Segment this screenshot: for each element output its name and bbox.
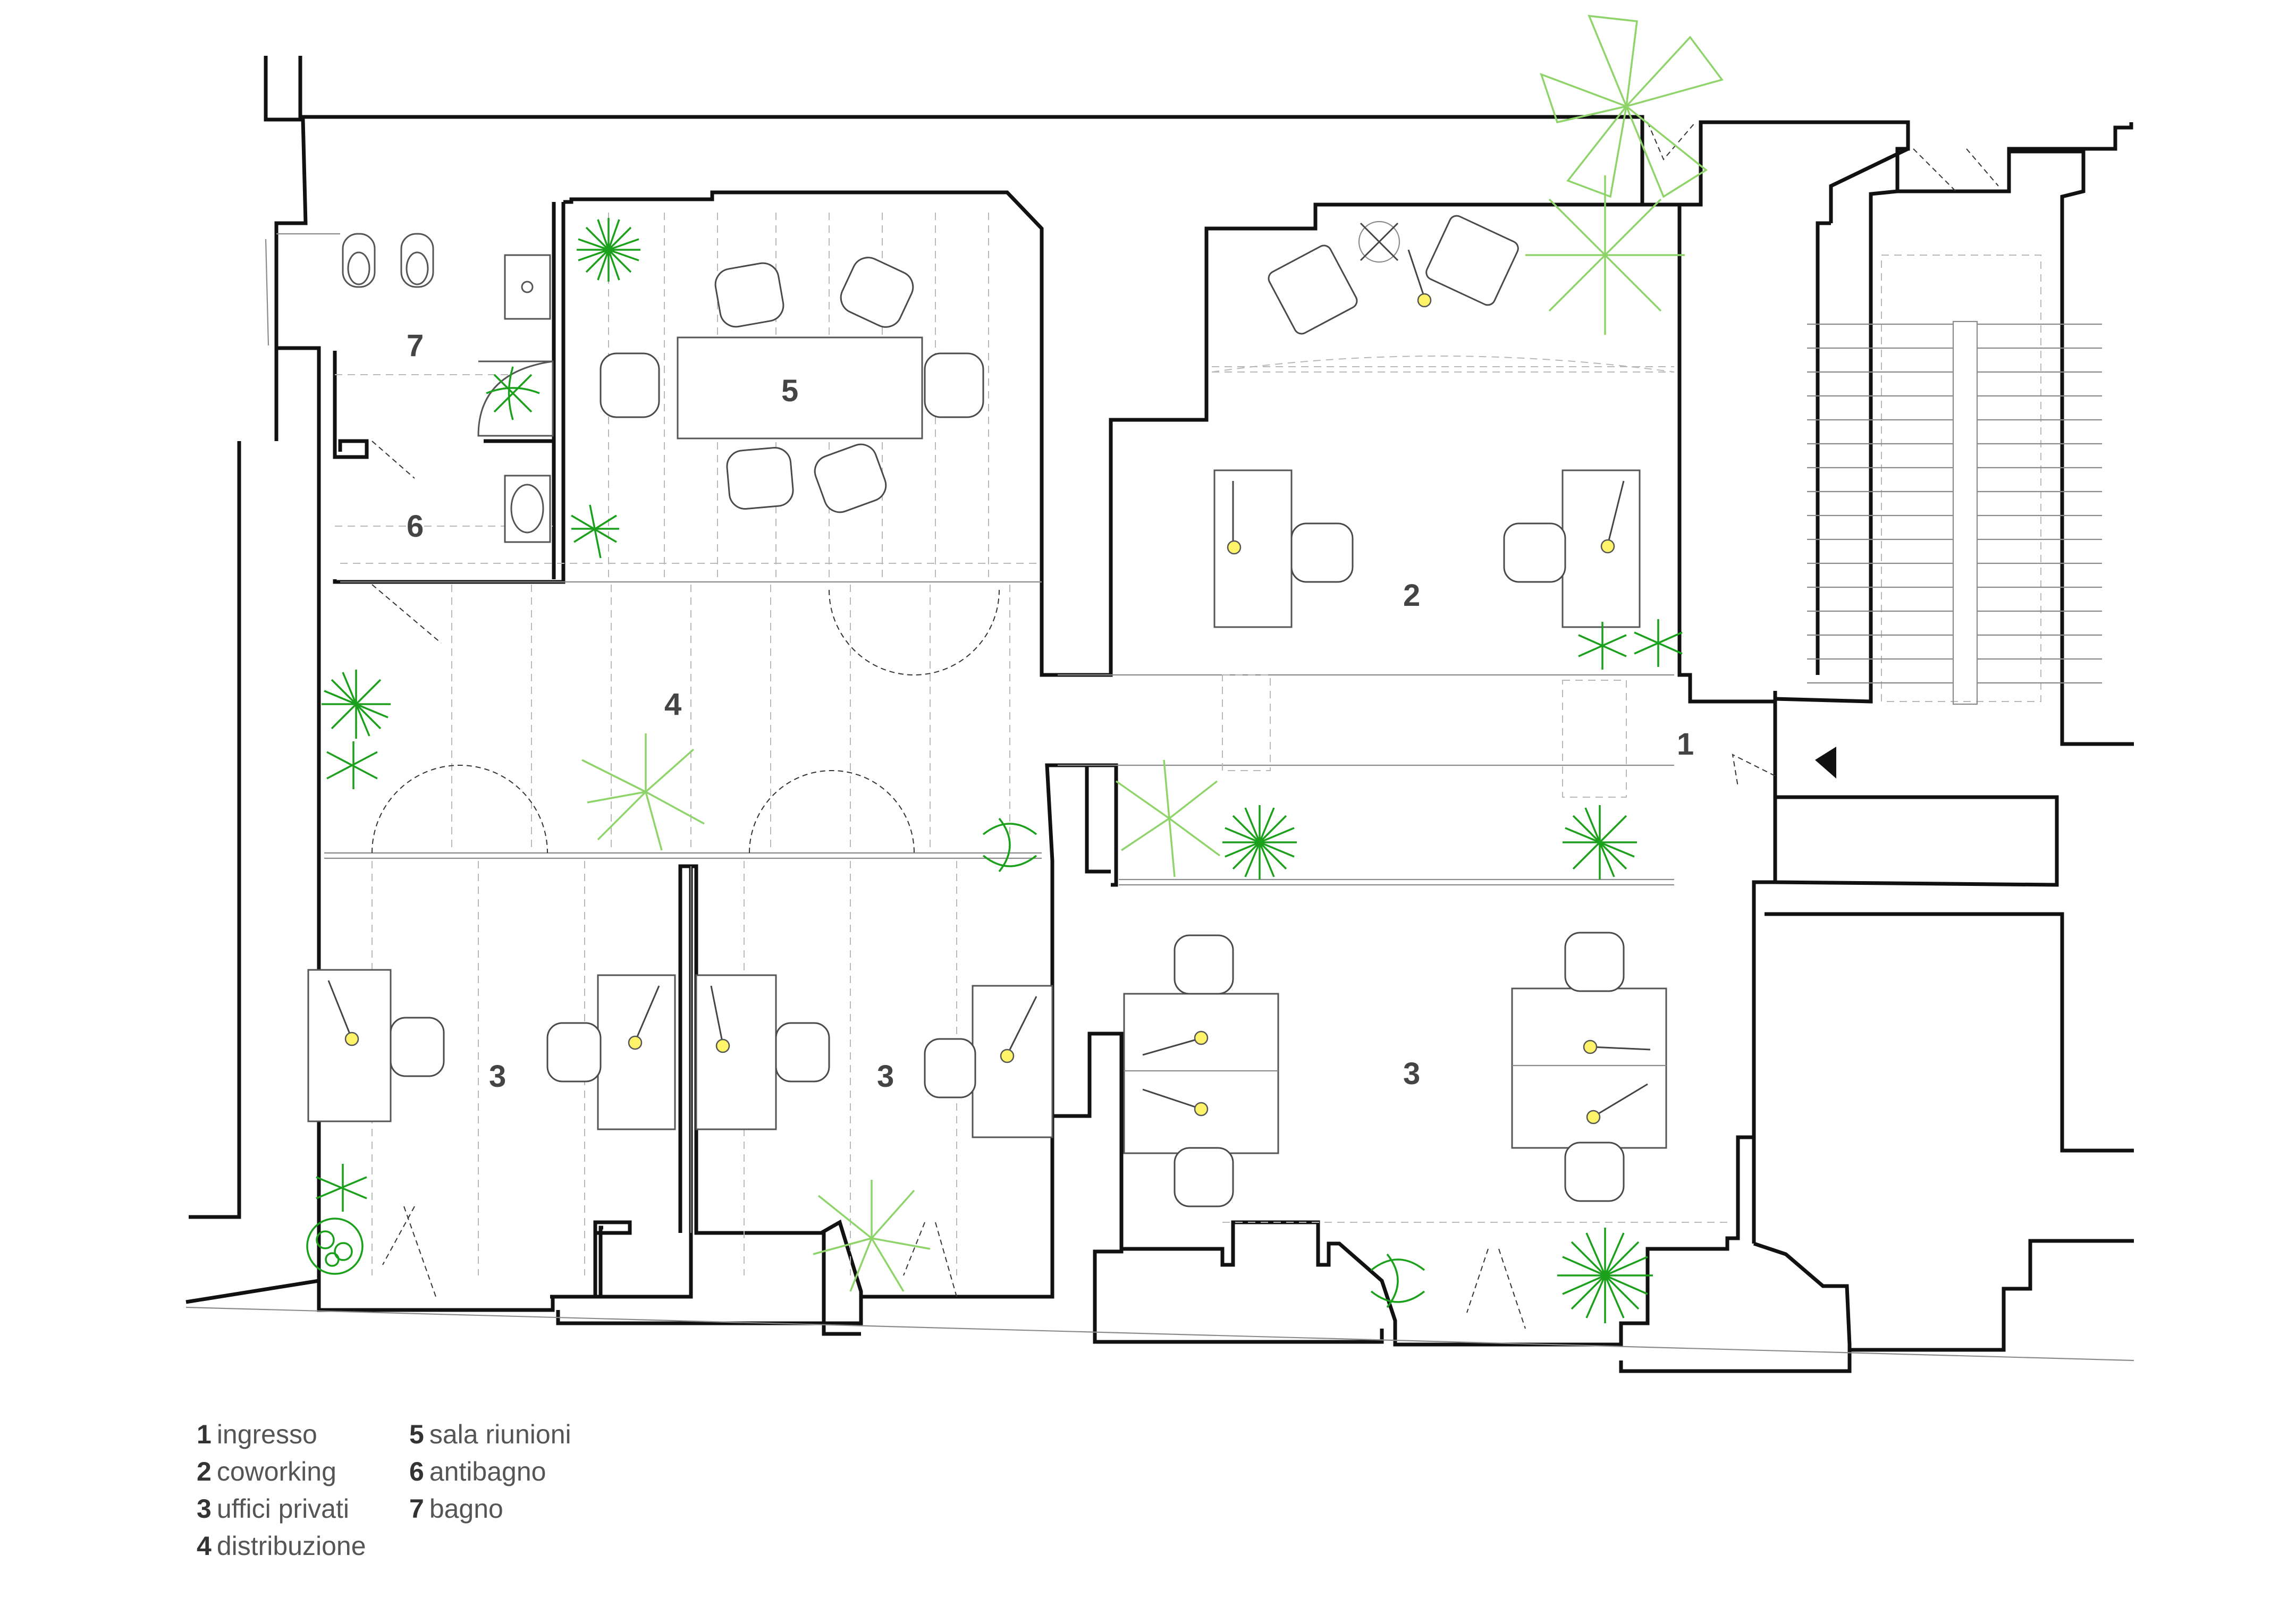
plant-icon: [322, 670, 391, 739]
door-balcony-left: [382, 1206, 436, 1297]
room-number-1: 1: [1677, 727, 1694, 762]
wall-lower-right: [1752, 880, 1775, 1244]
door-balcony-mid: [903, 1222, 957, 1297]
door-office-mid: [749, 770, 915, 853]
wall-left-outer: [189, 441, 241, 1219]
furniture: [307, 215, 1667, 1207]
plant-icon: [316, 1164, 367, 1212]
plant-icon: [982, 817, 1037, 873]
plant-icon: [1634, 619, 1683, 667]
door-bath: [372, 441, 415, 479]
stairs: [1807, 320, 2102, 779]
plants: [306, 14, 1724, 1323]
wall-bottom-segment5: [1050, 1032, 1384, 1344]
partitions: [185, 239, 2134, 1362]
plant-icon: [1563, 805, 1637, 880]
plant-icon: [571, 504, 619, 559]
door-top-entry: [1647, 122, 1696, 160]
wall-cowork-bottom-left: [1052, 763, 1118, 887]
plant-icon: [813, 1180, 931, 1292]
wall-bath-partition: [333, 351, 369, 459]
plant-icon: [1557, 1228, 1653, 1323]
wall-stairs-left: [1816, 221, 1831, 675]
wall-entry: [1773, 691, 2059, 887]
wall-bottom-left: [317, 1220, 632, 1312]
room-number-7: 7: [407, 328, 424, 363]
room-number-3-mid: 3: [877, 1059, 894, 1094]
armchair-left: [1268, 244, 1358, 335]
wall-bottom-segment3: [556, 1219, 863, 1325]
walls: [185, 56, 2134, 1373]
wall-top-right2: [1775, 154, 1900, 704]
shower-tray: [477, 360, 554, 437]
door-antibagno: [372, 584, 442, 644]
entrance-arrow-icon: [1815, 747, 1836, 779]
room-numbers: 1 2 3 3 3 4 5 6 7: [407, 328, 1694, 1094]
plant-icon: [326, 741, 378, 789]
plant-icon: [306, 1218, 364, 1275]
wall-bottom-segment8: [1619, 1241, 1852, 1373]
room-number-3-right: 3: [1403, 1056, 1420, 1091]
wall-lower-right-box: [1765, 912, 2134, 1153]
wall-top-edge: [298, 56, 1910, 223]
wall-left-inner: [185, 346, 321, 1304]
wall-meeting-left: [563, 190, 1044, 582]
wall-cowork-right: [1677, 205, 1777, 704]
room-number-4: 4: [664, 687, 681, 722]
wall-far-right: [2007, 149, 2134, 746]
plant-icon: [1540, 14, 1724, 198]
wall-bottom-segment6: [1121, 1220, 1397, 1342]
room-number-3-left: 3: [489, 1059, 506, 1094]
plant-icon: [1370, 1253, 1425, 1308]
plant-icon: [1525, 175, 1685, 335]
meeting-table: [677, 336, 923, 439]
room-number-2: 2: [1403, 578, 1420, 613]
plant-icon: [581, 733, 705, 851]
room-number-6: 6: [407, 509, 424, 544]
room-number-5: 5: [781, 374, 798, 408]
door-office-left: [372, 765, 548, 853]
door-top-right: [1913, 148, 1999, 192]
bathroom-fixtures: [276, 233, 554, 543]
door-meeting: [829, 589, 1000, 675]
plant-icon: [1578, 622, 1627, 670]
plant-icon: [1115, 759, 1221, 877]
plant-icon: [486, 366, 540, 420]
plant-icon: [1222, 805, 1297, 880]
door-balcony-right: [1466, 1248, 1526, 1329]
wall-bottom-right: [1847, 1239, 2134, 1352]
door-entry: [1732, 754, 1776, 787]
plant-icon: [577, 218, 640, 282]
doors: [372, 122, 1999, 1329]
wall-top-right: [1895, 122, 2133, 193]
wall-top-left: [264, 56, 308, 441]
armchair-right: [1425, 215, 1519, 306]
